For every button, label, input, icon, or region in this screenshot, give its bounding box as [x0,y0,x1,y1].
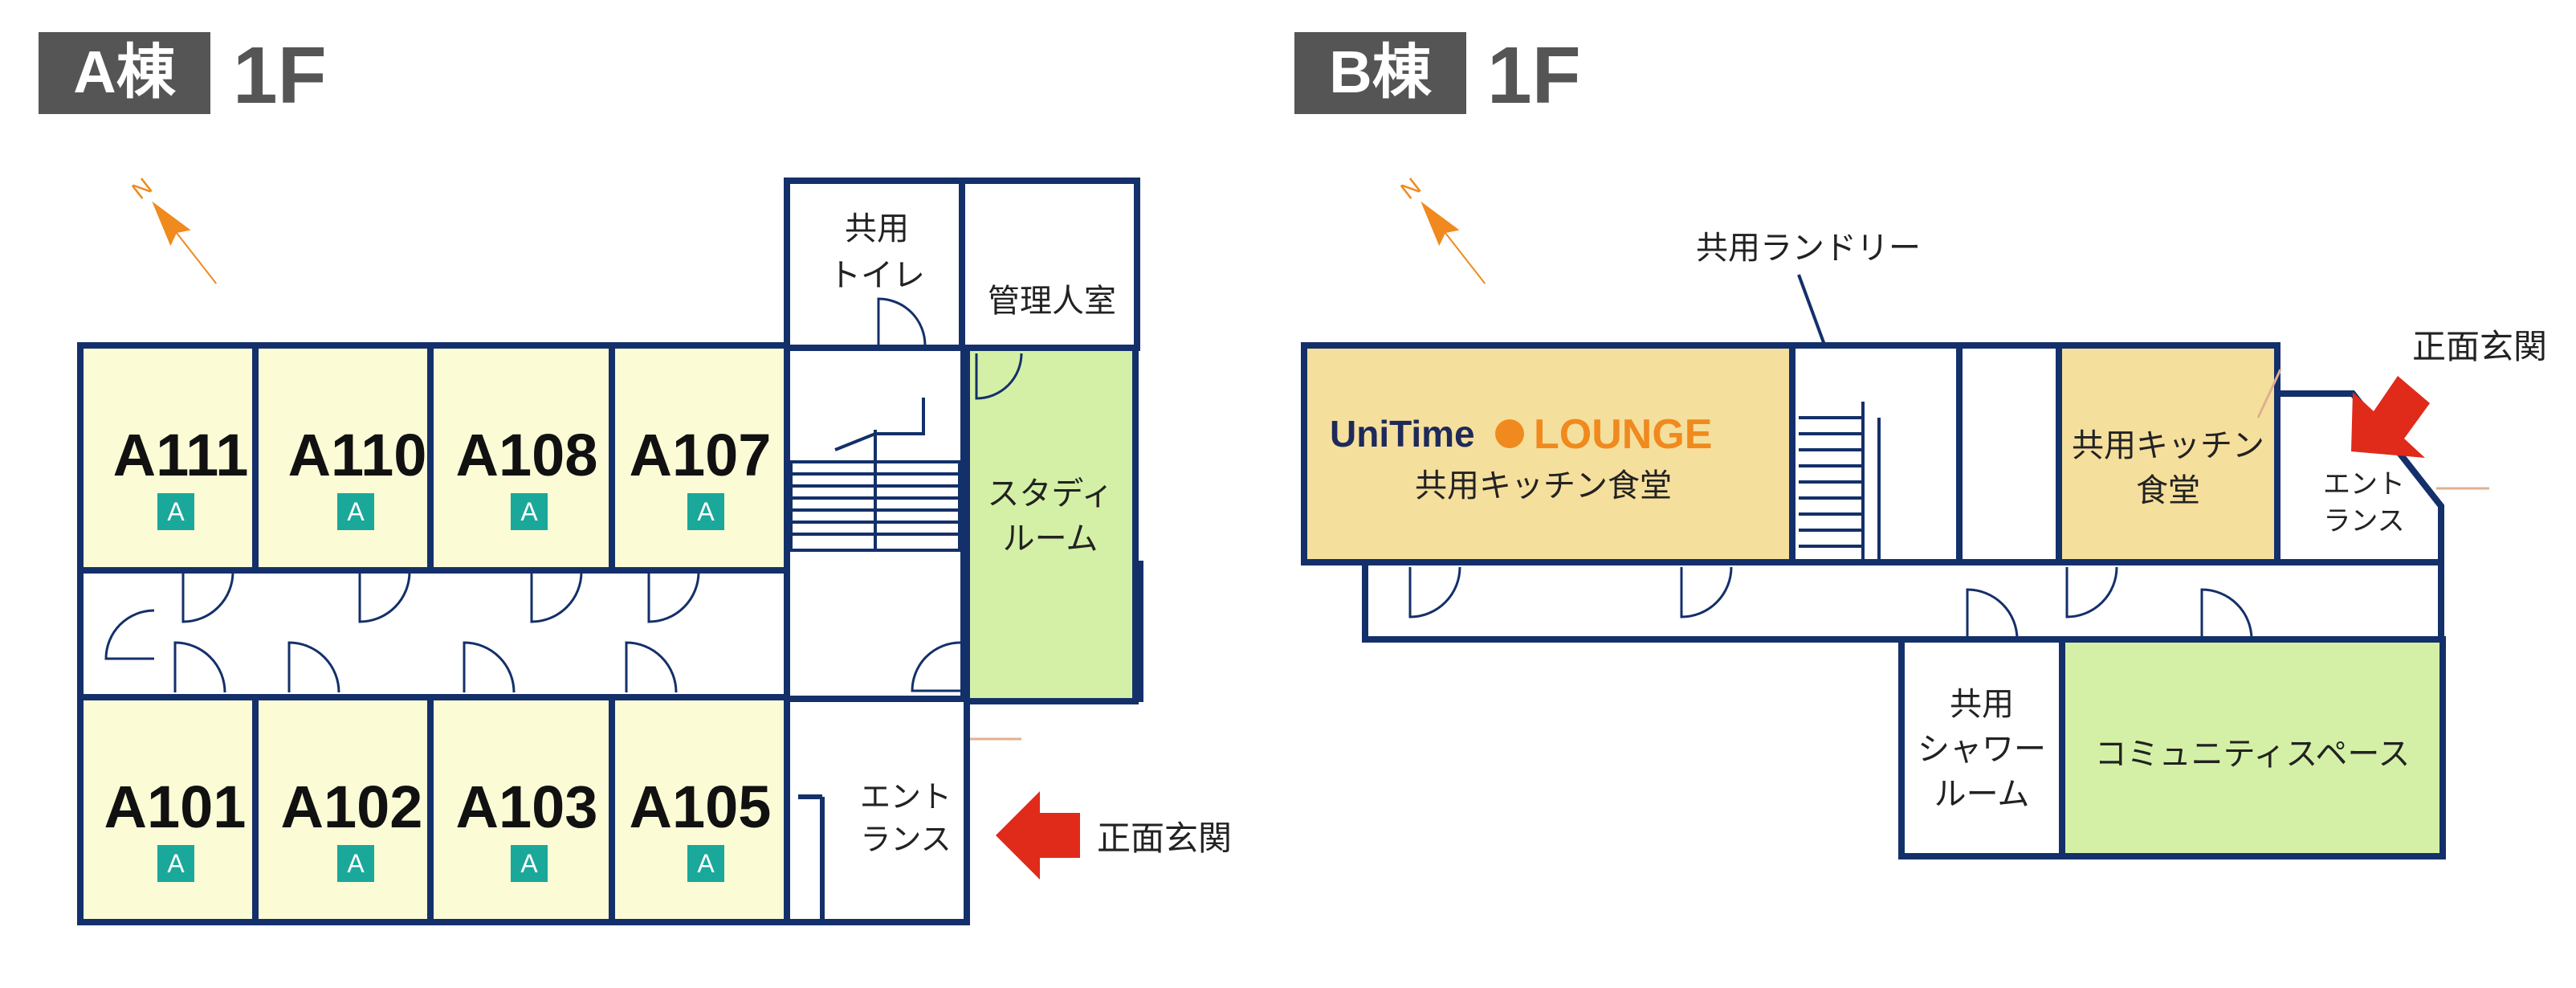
room-a107 [609,342,790,574]
room-a101-label: A101 [104,774,247,840]
room-a103 [427,694,615,925]
laundry-label: 共用ランドリー [1696,230,1921,267]
community-b-label: コミュニティスペース [2095,736,2411,773]
entrance-b-label-1: エント [2323,468,2405,500]
room-badge: A [511,845,548,882]
room-a111 [77,342,259,574]
study-room-a-label-1: スタディ [987,476,1113,512]
svg-text:A: A [347,497,365,526]
compass-a: N [128,174,218,284]
laundry-room-b [1956,342,2062,565]
shower-b-label-3: ルーム [1934,776,2030,813]
stairs-b [1799,402,1881,562]
entrance-a-label-1: エント [860,779,952,814]
room-badge: A [511,493,548,530]
shower-b-label-1: 共用 [1950,686,2014,723]
room-a102-label: A102 [281,774,423,840]
study-room-a [964,345,1139,704]
room-a108 [427,342,615,574]
lounge-logo-unitime: UniTime [1330,413,1475,455]
corridor-b [1362,559,2444,643]
compass-b: N [1396,174,1486,284]
rooms-top-a [77,342,790,574]
stairs-a [789,398,961,552]
building-a: A棟 1F N A111 A110 A108 [39,31,1232,925]
rooms-bottom-a [77,694,790,925]
entrance-b [2274,390,2444,565]
building-a-name: A棟 [73,39,176,105]
front-entrance-arrow-b: 正面玄関 [2351,327,2547,458]
toilet-a [784,178,965,351]
kitchen-b [2056,342,2280,565]
lounge-label: 共用キッチン食堂 [1415,467,1672,504]
manager-room-a [959,178,1140,351]
building-b-name: B棟 [1329,39,1432,105]
lounge-logo-mascot-icon [1495,419,1524,448]
study-room-a-label-2: ルーム [1003,521,1098,557]
doors-b [1408,566,2253,640]
compass-b-north-label: N [1396,174,1426,205]
room-a110-label: A110 [288,422,427,488]
room-badge: A [337,845,374,882]
svg-text:A: A [167,849,185,878]
building-b-header: B棟 1F [1294,31,1581,120]
community-space-b [2059,636,2446,859]
door [975,353,1023,400]
svg-text:A: A [697,497,715,526]
kitchen-b-label-2: 食堂 [2136,472,2200,509]
shower-b-label-2: シャワー [1918,731,2046,768]
manager-room-a-label: 管理人室 [988,283,1116,320]
toilet-a-label-1: 共用 [845,210,909,247]
building-a-floor: 1F [233,31,327,120]
building-b: B棟 1F N 共用ランドリー UniTime LOUNGE 共用キッチン食堂 [1294,31,2547,859]
entrance-a-label-2: ランス [860,822,951,857]
lounge-logo-lounge: LOUNGE [1534,411,1712,458]
room-a103-label: A103 [456,774,598,840]
svg-text:A: A [520,497,538,526]
doors-a [104,571,961,693]
room-badge: A [337,493,374,530]
room-a108-label: A108 [456,422,598,488]
toilet-a-label-2: トイレ [829,257,925,294]
svg-text:A: A [697,849,715,878]
room-a111-label: A111 [113,422,249,488]
lounge-b [1301,342,1795,565]
room-a107-label: A107 [630,422,772,488]
door [877,297,927,346]
room-a102 [252,694,434,925]
compass-a-north-label: N [128,174,157,205]
front-entrance-a-label: 正面玄関 [1097,819,1232,858]
room-a105-label: A105 [630,774,772,840]
front-entrance-arrow-a: 正面玄関 [996,791,1232,880]
kitchen-b-label-1: 共用キッチン [2072,427,2264,464]
building-b-floor: 1F [1487,31,1581,120]
svg-text:A: A [520,849,538,878]
entrance-b-label-2: ランス [2323,505,2404,537]
building-a-header: A棟 1F [39,31,327,120]
room-badge: A [157,493,194,530]
room-badge: A [157,845,194,882]
entrance-a [784,696,970,925]
svg-text:A: A [167,497,185,526]
room-a105 [609,694,790,925]
svg-text:A: A [347,849,365,878]
room-badge: A [687,845,724,882]
room-badge: A [687,493,724,530]
front-entrance-b-label: 正面玄関 [2412,327,2547,366]
room-a110 [252,342,434,574]
